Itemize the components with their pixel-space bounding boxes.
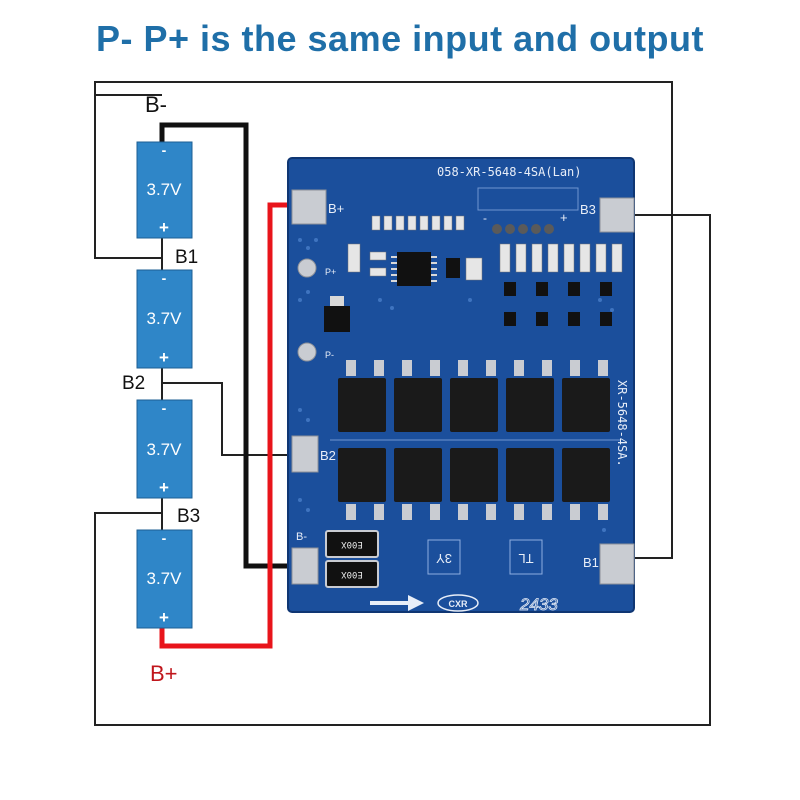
small-transistors	[504, 282, 612, 326]
silk-3y: 3Y	[436, 551, 452, 566]
silk-box-tl	[509, 539, 543, 575]
battery-cell: - 3.7V +	[136, 399, 193, 499]
shunt-resistor-mark: E00X	[341, 569, 363, 579]
smd-transistor	[446, 258, 460, 278]
brand-oval	[437, 594, 479, 612]
pad-b-plus	[291, 189, 327, 225]
cell-minus-sign: -	[162, 142, 167, 158]
date-code: 2433	[519, 595, 558, 614]
arrow-icon	[370, 595, 424, 611]
cell-minus-sign: -	[162, 530, 167, 546]
smd-tab	[330, 296, 344, 306]
cell-plus-sign: +	[159, 608, 169, 627]
pad-b-minus	[291, 547, 319, 585]
cell-plus-sign: +	[159, 478, 169, 497]
wire-b1-left	[94, 82, 162, 259]
hole-p-plus	[297, 258, 317, 278]
battery-cell: - 3.7V +	[136, 529, 193, 629]
silk-tl: TL	[518, 551, 533, 566]
battery-cell: - 3.7V +	[136, 141, 193, 239]
bms-ic	[397, 252, 431, 286]
silk-box-3y	[427, 539, 461, 575]
bms-board: 058-XR-5648-4SA(Lan) B+ B3 B2 B- B1 P+ P…	[287, 157, 635, 614]
pad-b-minus-label: B-	[296, 531, 307, 543]
round-caps	[492, 224, 554, 234]
pad-b1-label: B1	[583, 555, 599, 570]
shunt-resistor	[325, 560, 379, 588]
cell-voltage: 3.7V	[147, 180, 183, 199]
shunt-resistor	[325, 530, 379, 558]
smd-part	[369, 267, 387, 277]
polarity-minus: -	[483, 211, 487, 225]
smd-part	[347, 243, 361, 273]
connector-outline	[477, 187, 579, 211]
cell-minus-sign: -	[162, 270, 167, 286]
thin-wires	[94, 81, 711, 726]
cell-voltage: 3.7V	[147, 309, 183, 328]
hole-p-plus-label: P+	[325, 267, 336, 277]
pad-b2-label: B2	[320, 448, 336, 463]
battery-cell: - 3.7V +	[136, 269, 193, 369]
board-side-text: XR-5648-4SA.	[615, 380, 629, 467]
page-title: P- P+ is the same input and output	[95, 18, 705, 59]
polarity-plus: +	[560, 210, 568, 225]
pad-b3-label: B3	[580, 202, 596, 217]
pad-b1	[599, 543, 635, 585]
power-mosfets	[330, 360, 620, 520]
wire-b2	[162, 382, 300, 456]
smd-part	[369, 251, 387, 261]
smd-mosfet-small	[324, 306, 350, 332]
wire-b1-loop	[94, 81, 673, 559]
label-b-minus: B-	[145, 92, 167, 117]
pcb-vias	[298, 238, 614, 532]
pad-b2	[291, 435, 319, 473]
label-b3: B3	[177, 506, 200, 527]
shunt-resistor-mark: E00X	[341, 539, 363, 549]
hole-p-minus-label: P-	[325, 350, 334, 360]
smd-part	[465, 257, 483, 281]
cell-voltage: 3.7V	[147, 569, 183, 588]
hole-p-minus	[297, 342, 317, 362]
wire-b-minus	[159, 122, 304, 569]
pad-b3	[599, 197, 635, 233]
brand-text: CXR	[448, 599, 468, 609]
cell-plus-sign: +	[159, 218, 169, 237]
label-b-plus: B+	[150, 661, 178, 686]
board-model-text: 058-XR-5648-4SA(Lan)	[437, 165, 582, 179]
wire-b-plus	[159, 202, 304, 649]
label-b2: B2	[122, 373, 145, 394]
cell-voltage: 3.7V	[147, 440, 183, 459]
bms-ic-pins	[391, 256, 437, 282]
cell-plus-sign: +	[159, 348, 169, 367]
pad-b-plus-label: B+	[328, 201, 344, 216]
label-b1: B1	[175, 247, 198, 268]
smd-row-top	[371, 215, 623, 273]
wire-b3	[94, 214, 711, 726]
cell-minus-sign: -	[162, 400, 167, 416]
